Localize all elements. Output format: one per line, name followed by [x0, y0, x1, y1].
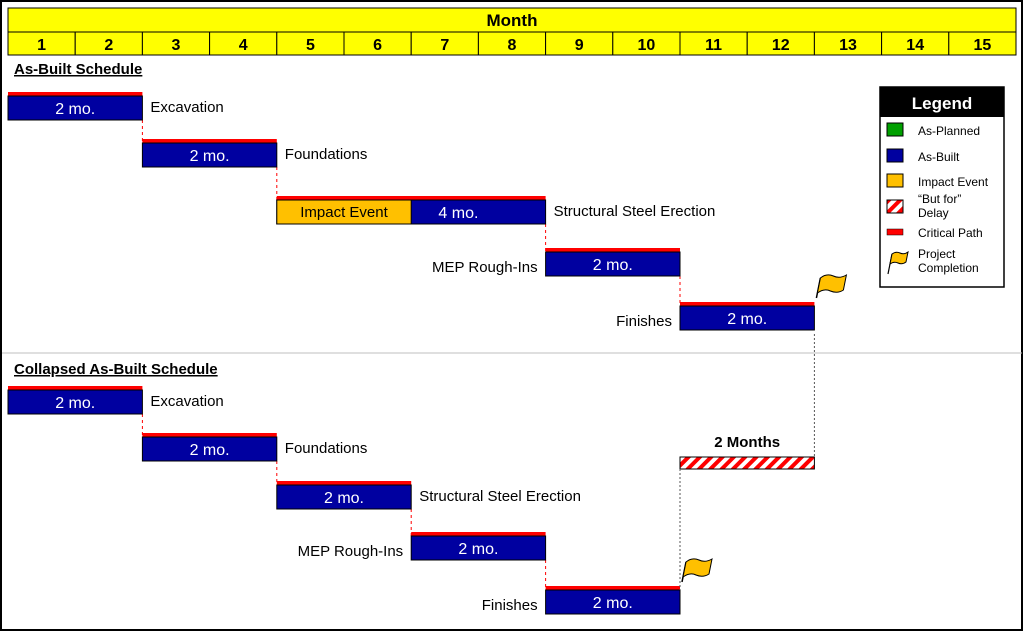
critical-path-bar [142, 433, 277, 437]
bar-duration-label: 2 mo. [593, 595, 633, 612]
as-built-bar [410, 535, 547, 561]
month-label: 5 [306, 37, 315, 54]
critical-path-bar [8, 386, 143, 390]
task-label: MEP Rough-Ins [432, 259, 538, 276]
month-label: 13 [839, 37, 857, 54]
month-label: 7 [440, 37, 449, 54]
legend-label-but-for-delay: “But for”Delay [918, 192, 961, 220]
as-built-bar [141, 436, 278, 462]
month-label: 1 [37, 37, 46, 54]
month-label: 10 [638, 37, 656, 54]
bar-duration-label: 2 mo. [727, 311, 767, 328]
legend-label-impact-event: Impact Event [918, 175, 989, 189]
legend-swatch-impact-event [886, 173, 904, 188]
task-label: MEP Rough-Ins [298, 543, 404, 560]
month-label: 15 [974, 37, 992, 54]
bar-duration-label: 2 mo. [458, 541, 498, 558]
but-for-delay-label: 2 Months [714, 434, 780, 451]
legend-title: Legend [912, 94, 972, 113]
month-label: 4 [239, 37, 248, 54]
legend-label-critical-path: Critical Path [918, 226, 983, 240]
as-built-bar [141, 142, 278, 168]
legend-label-as-planned: As-Planned [918, 124, 980, 138]
section-title: Collapsed As-Built Schedule [14, 361, 218, 378]
project-completion-flag-icon [816, 274, 848, 295]
bar-duration-label: 2 mo. [190, 442, 230, 459]
task-label: Foundations [285, 146, 368, 163]
as-built-bar [276, 484, 412, 510]
impact-event-bar [276, 199, 412, 225]
bar-duration-label: 2 mo. [55, 395, 95, 412]
month-cell [948, 31, 1017, 56]
month-label: 6 [373, 37, 382, 54]
bar-duration-label: 2 mo. [190, 148, 230, 165]
section-title: As-Built Schedule [14, 61, 142, 78]
legend-label-as-built: As-Built [918, 150, 960, 164]
critical-path-bar [545, 248, 680, 252]
as-built-bar [545, 251, 681, 277]
as-built-bar [545, 589, 681, 615]
but-for-delay-bar [679, 456, 815, 470]
legend-swatch-critical-path [886, 228, 904, 236]
bar-duration-label: 2 mo. [55, 101, 95, 118]
critical-path-bar [545, 586, 680, 590]
month-label: 9 [575, 37, 584, 54]
month-label: 14 [906, 37, 924, 54]
month-label: 12 [772, 37, 790, 54]
task-label: Foundations [285, 440, 368, 457]
legend-flag-icon [889, 250, 909, 266]
legend-swatch-as-planned [886, 122, 904, 137]
legend-swatch-but-for-delay [886, 199, 904, 214]
legend-swatch-as-built [886, 148, 904, 163]
critical-path-bar [8, 92, 143, 96]
critical-path-bar [276, 196, 546, 200]
project-completion-flag-icon [682, 558, 713, 579]
task-label: Excavation [150, 393, 223, 410]
header-title: Month [487, 11, 538, 30]
task-label: Excavation [150, 99, 223, 116]
month-label: 11 [705, 37, 722, 54]
legend-header [880, 87, 1004, 117]
bar-duration-label: 2 mo. [593, 257, 633, 274]
task-label: Finishes [482, 597, 538, 614]
critical-path-bar [276, 481, 412, 485]
critical-path-bar [680, 302, 815, 306]
as-built-bar [679, 305, 815, 331]
month-label: 8 [508, 37, 517, 54]
as-built-bar [7, 389, 143, 415]
critical-path-bar [411, 532, 546, 536]
task-label: Finishes [616, 313, 672, 330]
critical-path-bar [142, 139, 277, 143]
month-label: 3 [172, 37, 181, 54]
task-label: Structural Steel Erection [419, 488, 581, 505]
bar-duration-label: 4 mo. [438, 205, 478, 222]
impact-event-label: Impact Event [300, 204, 388, 221]
bar-duration-label: 2 mo. [324, 490, 364, 507]
as-built-bar [7, 95, 143, 121]
month-label: 2 [104, 37, 113, 54]
task-label: Structural Steel Erection [554, 203, 716, 220]
